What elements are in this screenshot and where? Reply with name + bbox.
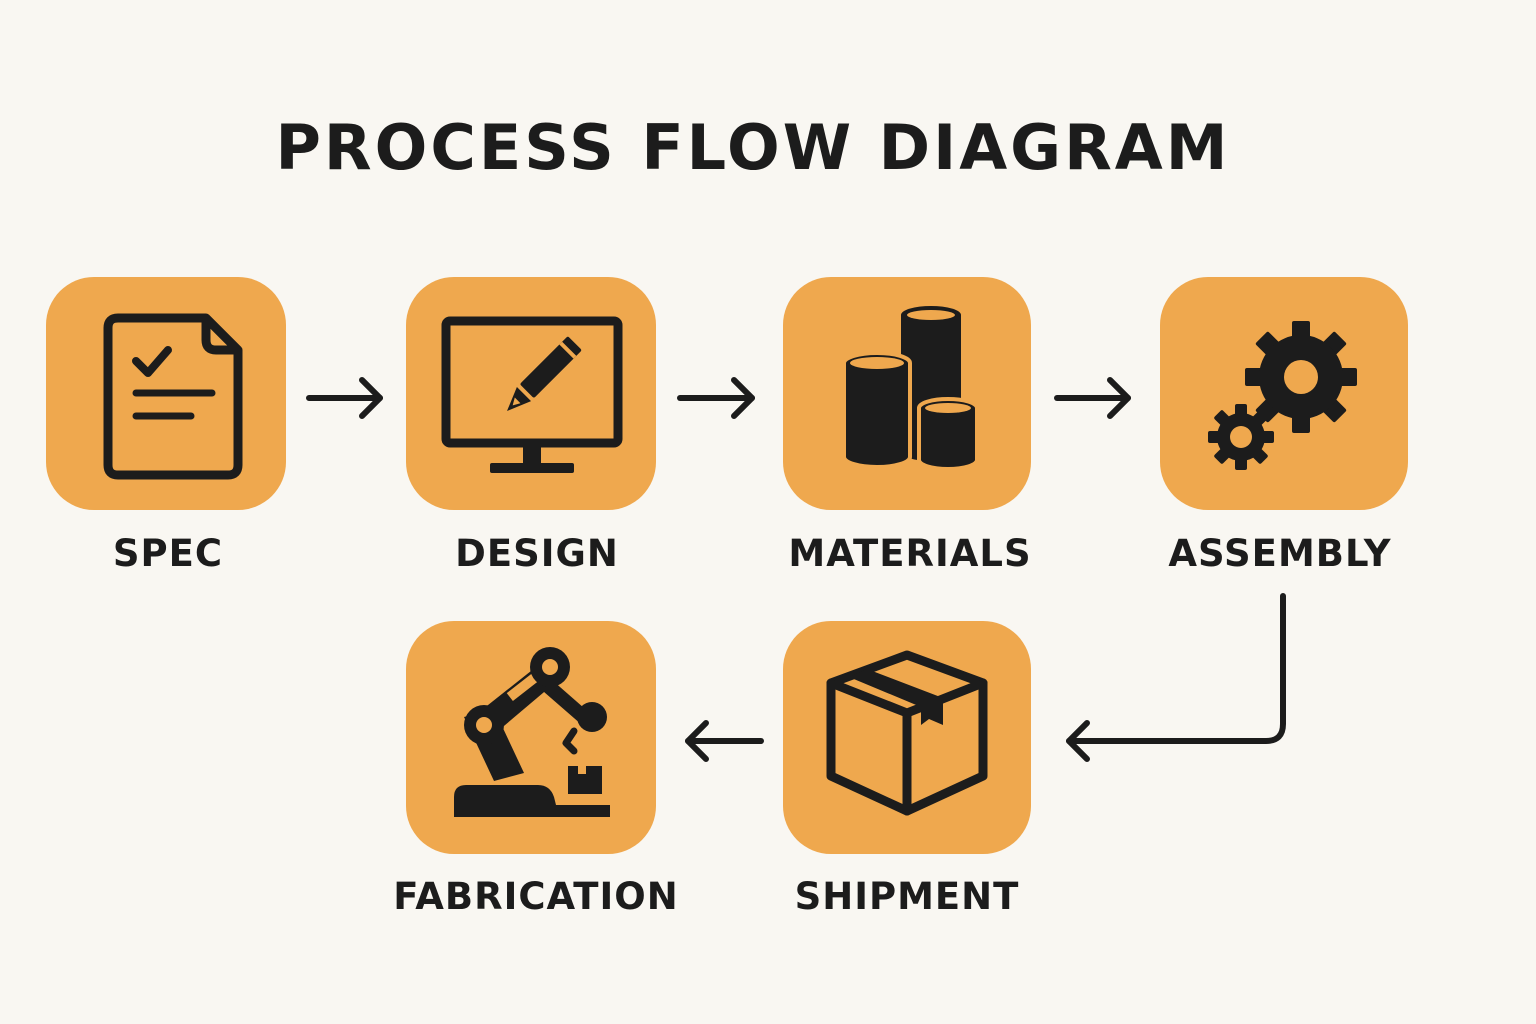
monitor-pencil-icon (441, 316, 623, 473)
step-fabrication-label: FABRICATION (393, 875, 679, 918)
robot-arm-icon (454, 647, 610, 817)
step-design-tile (406, 277, 656, 510)
step-fabrication-tile (406, 621, 656, 854)
step-assembly-label: ASSEMBLY (1168, 532, 1392, 575)
step-spec-tile (46, 277, 286, 510)
step-materials-label: MATERIALS (788, 532, 1032, 575)
step-assembly-tile (1160, 277, 1408, 510)
arrow-spec-to-design (306, 377, 383, 419)
step-shipment-label: SHIPMENT (794, 875, 1020, 918)
step-shipment-tile (783, 621, 1031, 854)
arrow-materials-to-assembly (1054, 377, 1131, 419)
arrow-shipment-to-fabrication (685, 720, 764, 762)
step-design-label: DESIGN (455, 532, 619, 575)
arrow-design-to-materials (677, 377, 755, 419)
diagram-title: PROCESS FLOW DIAGRAM (275, 111, 1231, 184)
document-check-icon (103, 313, 243, 480)
step-spec-label: SPEC (112, 532, 224, 575)
box-icon (826, 650, 988, 816)
cylinders-icon (842, 306, 979, 471)
gears-icon (1208, 321, 1357, 470)
step-materials-tile (783, 277, 1031, 510)
arrow-assembly-to-shipment (1066, 593, 1286, 762)
